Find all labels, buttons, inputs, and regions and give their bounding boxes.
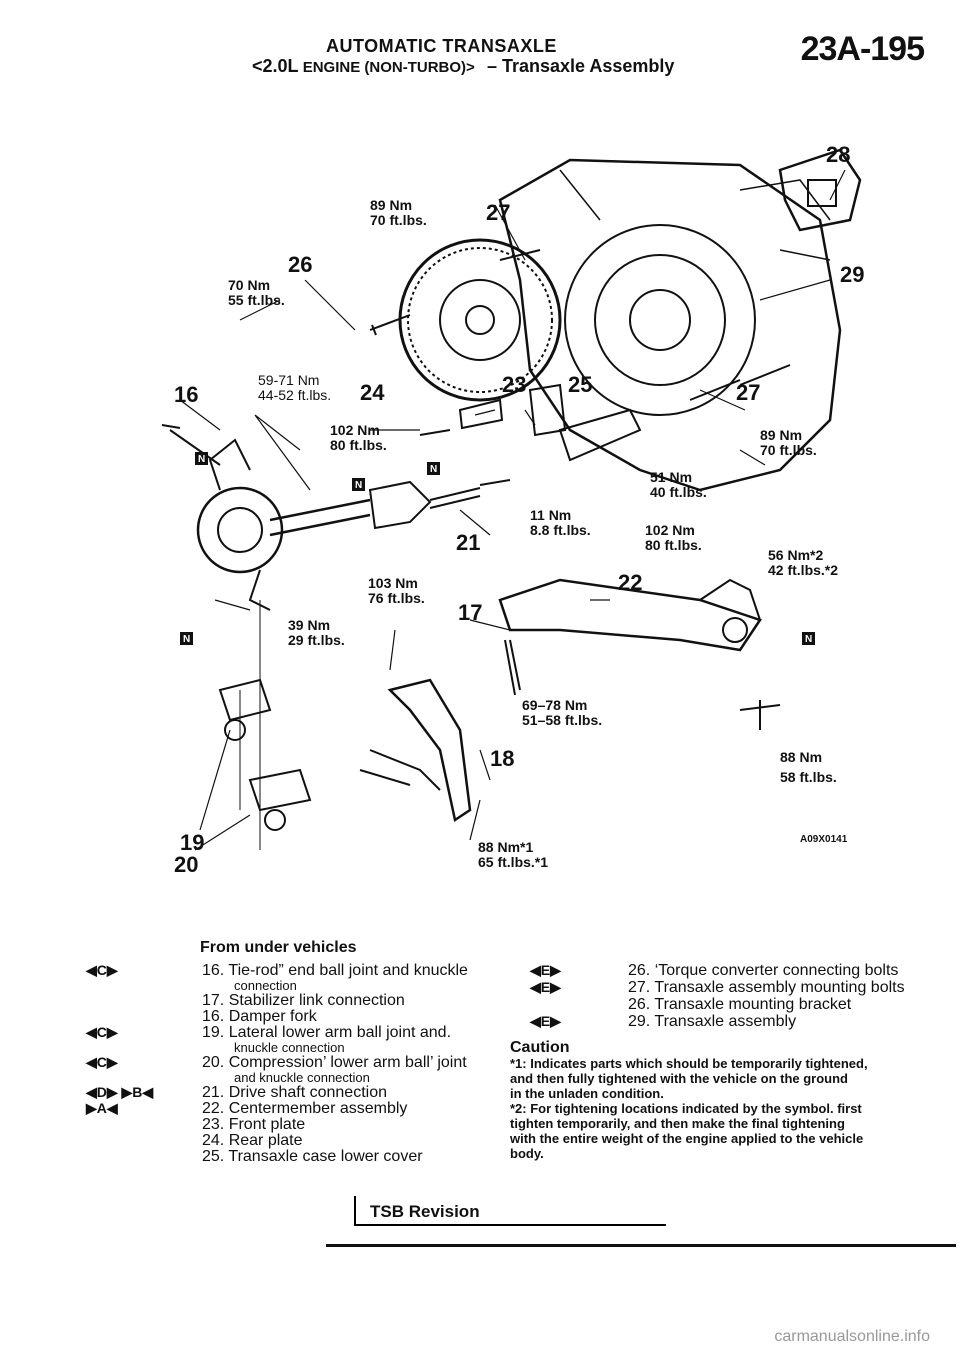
part-number-25: 25 [568,372,592,397]
n-marker-4: N [180,632,193,645]
tsb-label: TSB Revision [370,1202,480,1221]
svg-text:N: N [183,634,190,645]
part-number-23: 23 [502,372,526,397]
legend-text: 17. Stabilizer link connection [202,992,405,1009]
figure-id: A09X0141 [800,834,848,845]
legend-symbol: ◀E▶ [530,1013,561,1029]
svg-text:N: N [805,634,812,645]
caution-line: tighten temporarily, and then make the f… [510,1116,845,1131]
legend-title: From under vehicles [200,939,357,956]
legend-text: 23. Front plate [202,1116,306,1133]
legend-symbol: ◀C▶ [86,1054,118,1070]
legend-text: 26. ‘Torque converter connecting bolts [628,962,899,979]
legend-text-cont: knuckle connection [234,1040,345,1055]
legend-text: 22. Centermember assembly [202,1100,408,1117]
legend-text: 24. Rear plate [202,1132,303,1149]
tsb-revision-box: TSB Revision [354,1196,666,1226]
n-marker-5: N [802,632,815,645]
svg-text:N: N [430,464,437,475]
caution-line: with the entire weight of the engine app… [510,1131,864,1146]
legend-text: 19. Lateral lower arm ball joint and. [202,1024,452,1041]
n-marker-3: N [352,478,365,491]
legend-text: 26. Transaxle mounting bracket [628,996,852,1013]
section-title: AUTOMATIC TRANSAXLE [326,36,557,56]
svg-text:N: N [355,480,362,491]
caution-line: in the unladen condition. [510,1086,664,1101]
part-number-28: 28 [826,142,850,167]
legend-text: 27. Transaxle assembly mounting bolts [628,979,905,996]
caution-line: *2: For tightening locations indicated b… [510,1101,862,1116]
part-number-29: 29 [840,262,864,287]
legend-symbol: ◀C▶ [86,962,118,978]
part-number-20: 20 [174,852,198,877]
part-number-17: 17 [458,600,482,625]
footer-rule [326,1244,956,1247]
caution-title: Caution [510,1039,570,1056]
subsection-title: <2.0L ENGINE (NON-TURBO)> – Transaxle As… [252,56,674,77]
legend-text: 25. Transaxle case lower cover [202,1148,423,1165]
caution-line: body. [510,1146,544,1161]
caution-line: and then fully tightened with the vehicl… [510,1071,848,1086]
part-number-27b: 27 [736,380,760,405]
n-marker-1: N [195,452,208,465]
svg-text:N: N [198,454,205,465]
part-number-16: 16 [174,382,198,407]
legend-text-cont: and knuckle connection [234,1070,370,1085]
engine-prefix: <2.0L [252,56,299,76]
page-number: 23A-195 [800,30,925,68]
caution-text: *1: Indicates parts which should be temp… [510,1056,930,1161]
part-number-22: 22 [618,570,642,595]
legend-text: 29. Transaxle assembly [628,1013,797,1030]
engine-label: ENGINE (NON-TURBO)> [302,59,475,76]
legend-symbol: ◀E▶ [530,962,561,978]
legend-symbol: ▶A◀ [86,1100,118,1116]
part-number-26: 26 [288,252,312,277]
legend-symbol: ◀C▶ [86,1024,118,1040]
legend-text: 20. Compression’ lower arm ball’ joint [202,1054,467,1071]
legend-text: 16. Tie-rod” end ball joint and knuckle [202,962,468,979]
legend-symbol: ◀D▶ ▶B◀ [86,1084,154,1100]
caution-line: *1: Indicates parts which should be temp… [510,1056,868,1071]
legend-text: 21. Drive shaft connection [202,1084,387,1101]
watermark: carmanualsonline.info [774,1328,930,1345]
part-number-18: 18 [490,746,514,771]
legend-text-cont: connection [234,978,297,993]
assembly-label: – Transaxle Assembly [486,56,675,76]
n-marker-2: N [427,462,440,475]
part-number-27a: 27 [486,200,510,225]
legend-text: 16. Damper fork [202,1008,317,1025]
part-number-24: 24 [360,380,385,405]
caution-block: Caution *1: Indicates parts which should… [510,1039,930,1162]
transaxle-exploded-diagram: 28 27 26 29 16 24 23 25 27 21 22 17 20 1… [161,142,864,877]
part-number-21: 21 [456,530,480,555]
legend-symbol: ◀E▶ [530,979,561,995]
part-number-19: 19 [180,830,204,855]
